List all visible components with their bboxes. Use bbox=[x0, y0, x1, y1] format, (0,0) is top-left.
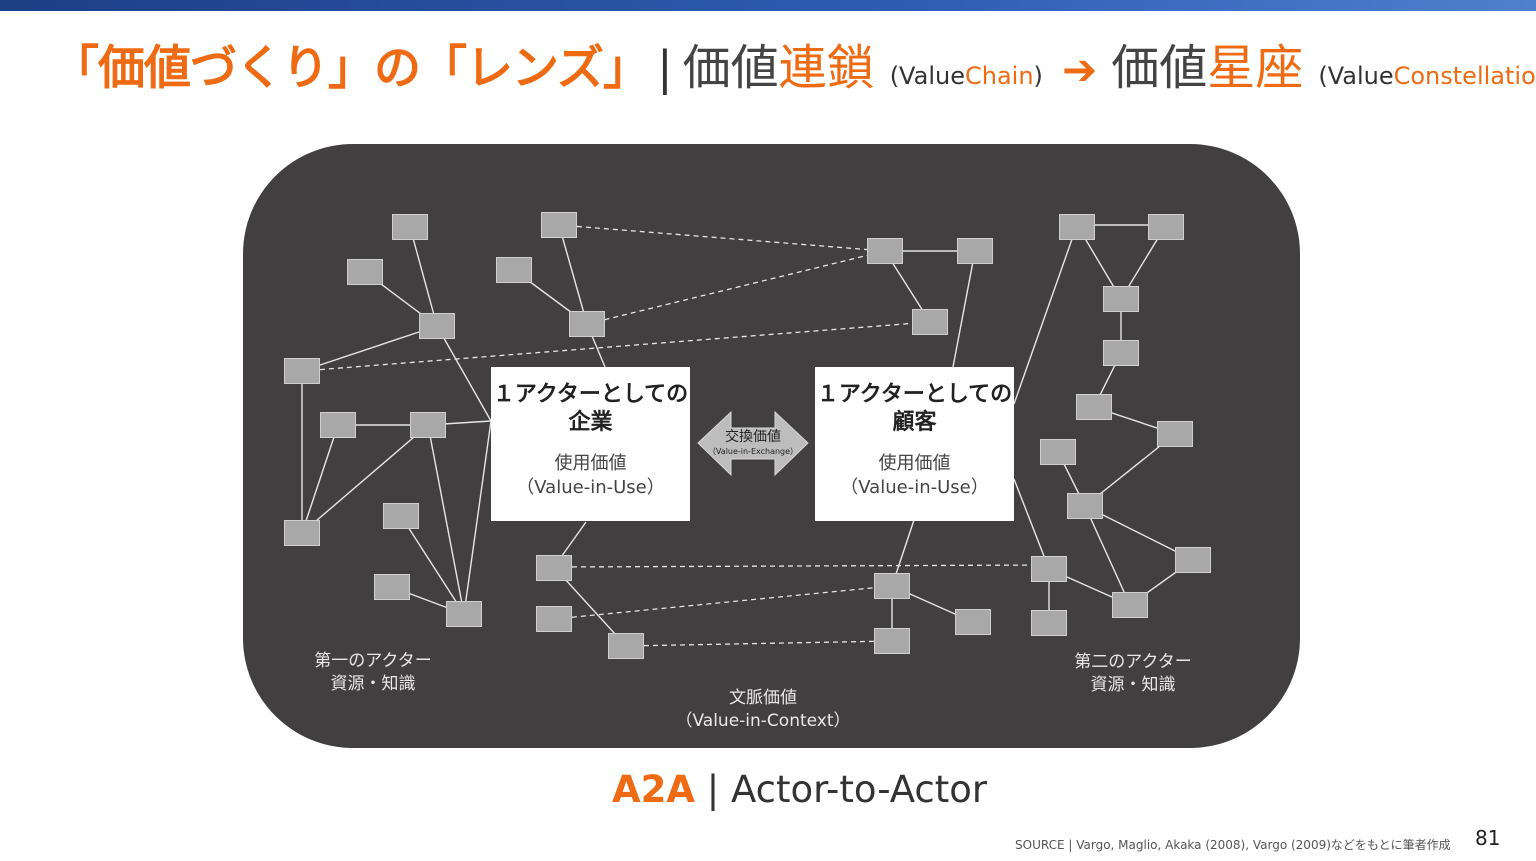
first-actor-line1: 第一のアクター bbox=[314, 651, 432, 671]
customer-actor-name: 顧客 bbox=[892, 410, 937, 435]
exchange-value-jp: 交換価値 bbox=[725, 429, 781, 445]
resource-node bbox=[1059, 214, 1095, 240]
resource-node bbox=[957, 238, 993, 264]
source-citation: SOURCE | Vargo, Maglio, Akaka (2008), Va… bbox=[1015, 838, 1451, 852]
title-chain-en-c: ) bbox=[1033, 62, 1043, 90]
resource-node bbox=[383, 503, 419, 529]
first-actor-line2: 資源・知識 bbox=[330, 674, 416, 694]
page-number: 81 bbox=[1475, 826, 1501, 850]
a2a-caption: A2A | Actor-to-Actor bbox=[612, 768, 987, 811]
resource-node bbox=[347, 259, 383, 285]
title-lens: 「価値づくり」の「レンズ」 bbox=[52, 41, 650, 96]
resource-node bbox=[1148, 214, 1184, 240]
resource-node bbox=[912, 309, 948, 335]
title-const-en-a: (Value bbox=[1318, 62, 1394, 90]
title-chain-a: 価値 bbox=[682, 40, 779, 96]
resource-node bbox=[1103, 286, 1139, 312]
context-value-en: （Value-in-Context） bbox=[675, 711, 851, 731]
resource-node bbox=[410, 412, 446, 438]
customer-actor-title: １アクターとしての bbox=[816, 382, 1013, 407]
resource-node bbox=[496, 257, 532, 283]
customer-value-in-use-jp: 使用価値 bbox=[878, 453, 951, 474]
resource-node bbox=[608, 633, 644, 659]
resource-node bbox=[541, 212, 577, 238]
resource-node bbox=[536, 555, 572, 581]
resource-node bbox=[1031, 556, 1067, 582]
title-const-en-b: Constellation bbox=[1393, 62, 1536, 90]
title-const-b: 星座 bbox=[1207, 40, 1304, 96]
resource-node bbox=[284, 520, 320, 546]
resource-node bbox=[1112, 592, 1148, 618]
a2a-key: A2A bbox=[612, 768, 696, 811]
resource-node bbox=[1040, 439, 1076, 465]
second-actor-line2: 資源・知識 bbox=[1090, 675, 1176, 695]
second-actor-line1: 第二のアクター bbox=[1074, 652, 1192, 672]
title-chain-en-a: (Value bbox=[889, 62, 965, 90]
resource-node bbox=[392, 214, 428, 240]
resource-node bbox=[320, 412, 356, 438]
resource-node bbox=[446, 601, 482, 627]
title-separator: | bbox=[657, 41, 673, 95]
customer-actor-box: １アクターとしての 顧客 使用価値 （Value-in-Use） bbox=[815, 367, 1014, 521]
resource-node bbox=[569, 311, 605, 337]
exchange-value-en: （Value-in-Exchange） bbox=[707, 447, 799, 456]
company-actor-box: １アクターとしての 企業 使用価値 （Value-in-Use） bbox=[491, 367, 690, 521]
resource-node bbox=[867, 238, 903, 264]
resource-node bbox=[1031, 610, 1067, 636]
resource-node bbox=[874, 628, 910, 654]
title-const-a: 価値 bbox=[1111, 40, 1208, 96]
title-chain-b: 連鎖 bbox=[778, 40, 875, 96]
company-value-in-use-jp: 使用価値 bbox=[554, 453, 627, 474]
company-actor-name: 企業 bbox=[568, 410, 613, 435]
resource-node bbox=[874, 573, 910, 599]
resource-node bbox=[419, 313, 455, 339]
a2a-separator: | bbox=[695, 768, 732, 811]
first-actor-label: 第一のアクター 資源・知識 bbox=[303, 650, 443, 696]
resource-node bbox=[1103, 340, 1139, 366]
slide-title: 「価値づくり」の「レンズ」|価値連鎖 (Value Chain) ➔価値星座 (… bbox=[52, 28, 1536, 98]
context-value-jp: 文脈価値 bbox=[729, 688, 797, 708]
resource-node bbox=[374, 574, 410, 600]
resource-node bbox=[284, 358, 320, 384]
a2a-text: Actor-to-Actor bbox=[731, 768, 988, 811]
context-value-label: 文脈価値 （Value-in-Context） bbox=[653, 687, 873, 733]
customer-value-in-use-en: （Value-in-Use） bbox=[840, 477, 989, 498]
top-accent-bar bbox=[0, 0, 1536, 11]
company-value-in-use-en: （Value-in-Use） bbox=[516, 477, 665, 498]
resource-node bbox=[536, 606, 572, 632]
exchange-value-label: 交換価値 （Value-in-Exchange） bbox=[698, 426, 808, 457]
value-constellation-diagram: １アクターとしての 企業 使用価値 （Value-in-Use） １アクターとし… bbox=[243, 144, 1300, 748]
resource-node bbox=[1067, 493, 1103, 519]
title-arrow-icon: ➔ bbox=[1062, 45, 1098, 94]
second-actor-label: 第二のアクター 資源・知識 bbox=[1063, 651, 1203, 697]
resource-node bbox=[955, 609, 991, 635]
resource-node bbox=[1157, 421, 1193, 447]
resource-node bbox=[1175, 547, 1211, 573]
title-chain-en-b: Chain bbox=[964, 62, 1034, 90]
resource-node bbox=[1076, 394, 1112, 420]
company-actor-title: １アクターとしての bbox=[492, 382, 689, 407]
